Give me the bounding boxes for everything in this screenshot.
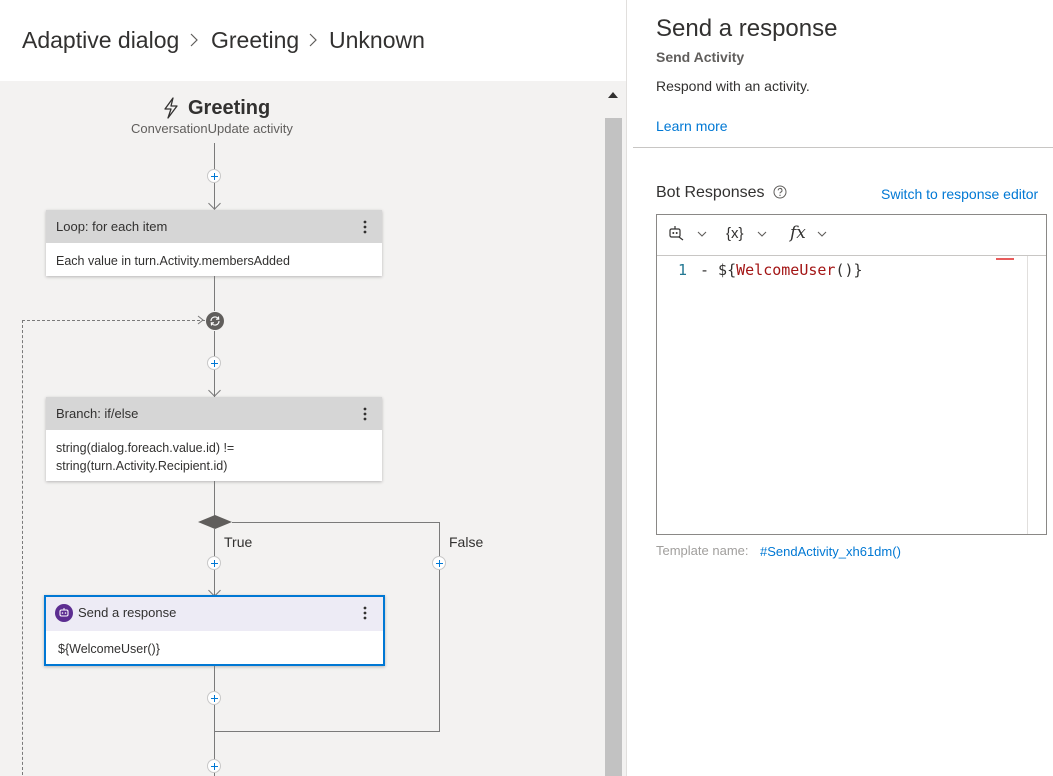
code-suffix: ()} (835, 261, 863, 279)
add-action-button[interactable] (207, 169, 221, 183)
bot-icon (55, 604, 73, 622)
add-action-button[interactable] (207, 691, 221, 705)
connector-line (214, 666, 215, 776)
add-action-button[interactable] (207, 356, 221, 370)
loop-arrow-icon (197, 315, 204, 325)
breadcrumb-item-adaptive-dialog[interactable]: Adaptive dialog (22, 27, 180, 53)
chevron-down-icon[interactable] (757, 230, 767, 238)
add-action-false-button[interactable] (432, 556, 446, 570)
chevron-down-icon[interactable] (817, 230, 827, 238)
branch-node[interactable]: Branch: if/else string(dialog.foreach.va… (46, 397, 382, 481)
lightning-icon (164, 97, 178, 119)
minimap-marker (996, 258, 1014, 260)
send-response-node-title: Send a response (46, 597, 383, 631)
code-prefix: - ${ (700, 261, 737, 279)
response-editor[interactable] (656, 214, 1047, 535)
bot-responses-label: Bot Responses (656, 184, 765, 201)
learn-more-link[interactable]: Learn more (656, 118, 728, 134)
canvas-scrollbar[interactable] (605, 118, 622, 776)
connector-line (214, 481, 215, 516)
breadcrumb-item-greeting[interactable]: Greeting (211, 27, 300, 53)
switch-to-response-editor-link[interactable]: Switch to response editor (881, 186, 1039, 202)
loop-back-line (22, 320, 205, 321)
branch-condition-line2: string(turn.Activity.Recipient.id) (56, 459, 228, 473)
connector-line (232, 522, 440, 523)
chevron-down-icon[interactable] (697, 230, 707, 238)
panel-description: Respond with an activity. (656, 78, 810, 94)
loop-node-title: Loop: for each item (46, 210, 382, 243)
code-function-name: WelcomeUser (736, 261, 836, 279)
loop-node-body: Each value in turn.Activity.membersAdded (56, 254, 290, 268)
insert-variable-button[interactable]: {x} (726, 225, 744, 242)
breadcrumb-item-unknown[interactable]: Unknown (329, 27, 425, 53)
loop-more-options-icon[interactable] (363, 219, 367, 235)
send-response-node-body: ${WelcomeUser()} (58, 642, 160, 656)
more-options-icon[interactable] (409, 348, 413, 364)
add-action-true-button[interactable] (207, 556, 221, 570)
branch-more-options-icon[interactable] (363, 406, 367, 422)
editor-toolbar (657, 215, 1046, 256)
connector-arrow (208, 197, 221, 210)
insert-function-button[interactable]: fx (790, 223, 806, 243)
chevron-right-icon (309, 33, 317, 47)
branch-node-title: Branch: if/else (46, 397, 382, 430)
trigger-title[interactable]: Greeting (188, 97, 271, 119)
insert-activity-icon[interactable] (667, 224, 685, 242)
help-icon[interactable] (773, 185, 787, 199)
panel-title: Send a response (656, 15, 838, 42)
connector-line (214, 731, 440, 732)
dialog-canvas: Greeting ConversationUpdate activity Loo… (0, 81, 626, 776)
false-branch-label: False (449, 534, 484, 550)
connector-line (439, 522, 440, 732)
branch-condition-line1: string(dialog.foreach.value.id) != (56, 441, 235, 455)
add-action-button[interactable] (207, 759, 221, 773)
loop-back-line (22, 320, 23, 776)
code-line-number: 1 (678, 261, 688, 279)
send-response-node[interactable]: Send a response ${WelcomeUser()} (44, 595, 385, 666)
code-line[interactable]: - ${WelcomeUser()} (700, 261, 863, 279)
editor-scrollbar[interactable] (1027, 256, 1028, 534)
loop-node[interactable]: Loop: for each item Each value in turn.A… (46, 210, 382, 276)
branch-diamond-icon (198, 515, 232, 529)
breadcrumb: Adaptive dialog Greeting Unknown (0, 0, 626, 81)
panel-subtitle: Send Activity (656, 49, 745, 65)
send-more-options-icon[interactable] (363, 605, 367, 621)
connector-arrow (208, 384, 221, 397)
scroll-up-icon[interactable] (606, 88, 620, 102)
chevron-right-icon (190, 33, 198, 47)
true-branch-label: True (224, 534, 253, 550)
connector-line (214, 276, 215, 311)
trigger-subtitle: ConversationUpdate activity (131, 121, 293, 136)
template-name-link[interactable]: #SendActivity_xh61dm() (760, 544, 901, 559)
panel-divider (633, 147, 1053, 148)
template-name-label: Template name: (656, 543, 749, 558)
loop-refresh-icon (206, 312, 224, 330)
